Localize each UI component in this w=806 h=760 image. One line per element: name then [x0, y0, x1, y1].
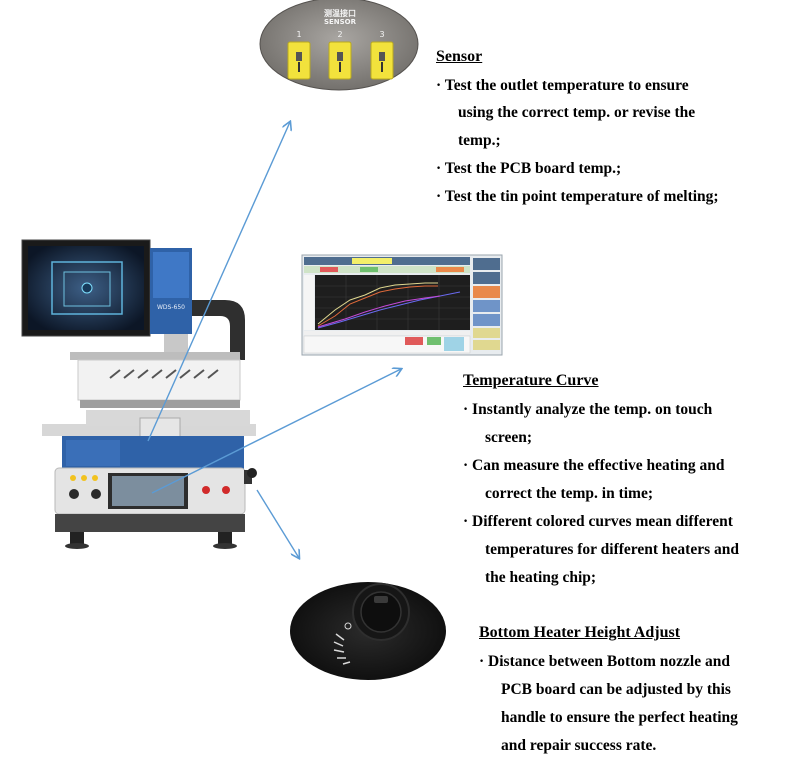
bottom-heater-knob-photo [290, 582, 446, 680]
arrow-to-temperature-curve [151, 369, 401, 494]
curve-bullet-3-line-1: Different colored curves mean different [472, 513, 733, 530]
curve-bullet-2-line-2: correct the temp. in time; [485, 485, 653, 502]
bottom-heater-heading: Bottom Heater Height Adjust [479, 624, 681, 641]
sensor-bullet-1-line-1: Test the outlet temperature to ensure [444, 77, 689, 94]
sensor-port-label-2: 2 [337, 30, 343, 39]
bullet-marker: · [436, 77, 442, 94]
bottom-bullet-1-line-3: handle to ensure the perfect heating [501, 709, 738, 726]
sensor-bullet-2: · Test the PCB board temp.; [436, 155, 621, 183]
callout-arrows [147, 122, 401, 558]
bottom-bullet-1-line-4: and repair success rate. [501, 737, 657, 754]
sensor-port-3 [370, 41, 394, 80]
rework-station-machine [21, 239, 257, 549]
curve-bullet-1: · Instantly analyze the temp. on touch [463, 396, 712, 424]
bullet-marker: · [463, 457, 469, 474]
sensor-port-2 [328, 41, 352, 80]
curve-bullet-2-line-1: Can measure the effective heating and [472, 457, 725, 474]
curve-bullet-2: · Can measure the effective heating and [463, 452, 724, 480]
sensor-port-label-3: 3 [379, 30, 385, 39]
bottom-bullet-1-line-2: PCB board can be adjusted by this [501, 681, 731, 698]
sensor-bullet-1-line-3: temp.; [458, 132, 501, 149]
sensor-bullet-2-line-1: Test the PCB board temp.; [444, 160, 622, 177]
bullet-marker: · [479, 653, 485, 670]
sensor-bullet-3-line-1: Test the tin point temperature of meltin… [444, 188, 719, 205]
sensor-panel-title-en: SENSOR [323, 18, 357, 26]
curve-bullet-1-line-2: screen; [485, 429, 533, 446]
arrow-to-sensor [147, 122, 290, 442]
curve-bullet-3-line-3: the heating chip; [485, 569, 597, 586]
sensor-heading: Sensor [436, 48, 483, 65]
sensor-panel-photo [259, 0, 419, 91]
bottom-bullet-1: · Distance between Bottom nozzle and [479, 648, 730, 676]
sensor-bullet-1: · Test the outlet temperature to ensure [436, 72, 689, 100]
temperature-curve-heading: Temperature Curve [463, 372, 599, 389]
bullet-marker: · [436, 160, 442, 177]
sensor-port-1 [287, 41, 311, 80]
bullet-marker: · [463, 401, 469, 418]
temperature-curve-screenshot [301, 254, 503, 356]
sensor-panel-title-cn: 测温接口 [324, 9, 356, 18]
sensor-bullet-1-line-2: using the correct temp. or revise the [458, 104, 696, 121]
machine-model-label: WDS-650 [157, 304, 185, 311]
bottom-bullet-1-line-1: Distance between Bottom nozzle and [488, 653, 730, 670]
sensor-bullet-3: · Test the tin point temperature of melt… [436, 183, 719, 211]
arrow-to-bottom-heater [256, 489, 299, 558]
curve-bullet-3-line-2: temperatures for different heaters and [485, 541, 739, 558]
curve-bullet-3: · Different colored curves mean differen… [463, 508, 733, 536]
sensor-port-label-1: 1 [296, 30, 302, 39]
bullet-marker: · [463, 513, 469, 530]
curve-bullet-1-line-1: Instantly analyze the temp. on touch [472, 401, 713, 418]
bullet-marker: · [436, 188, 442, 205]
